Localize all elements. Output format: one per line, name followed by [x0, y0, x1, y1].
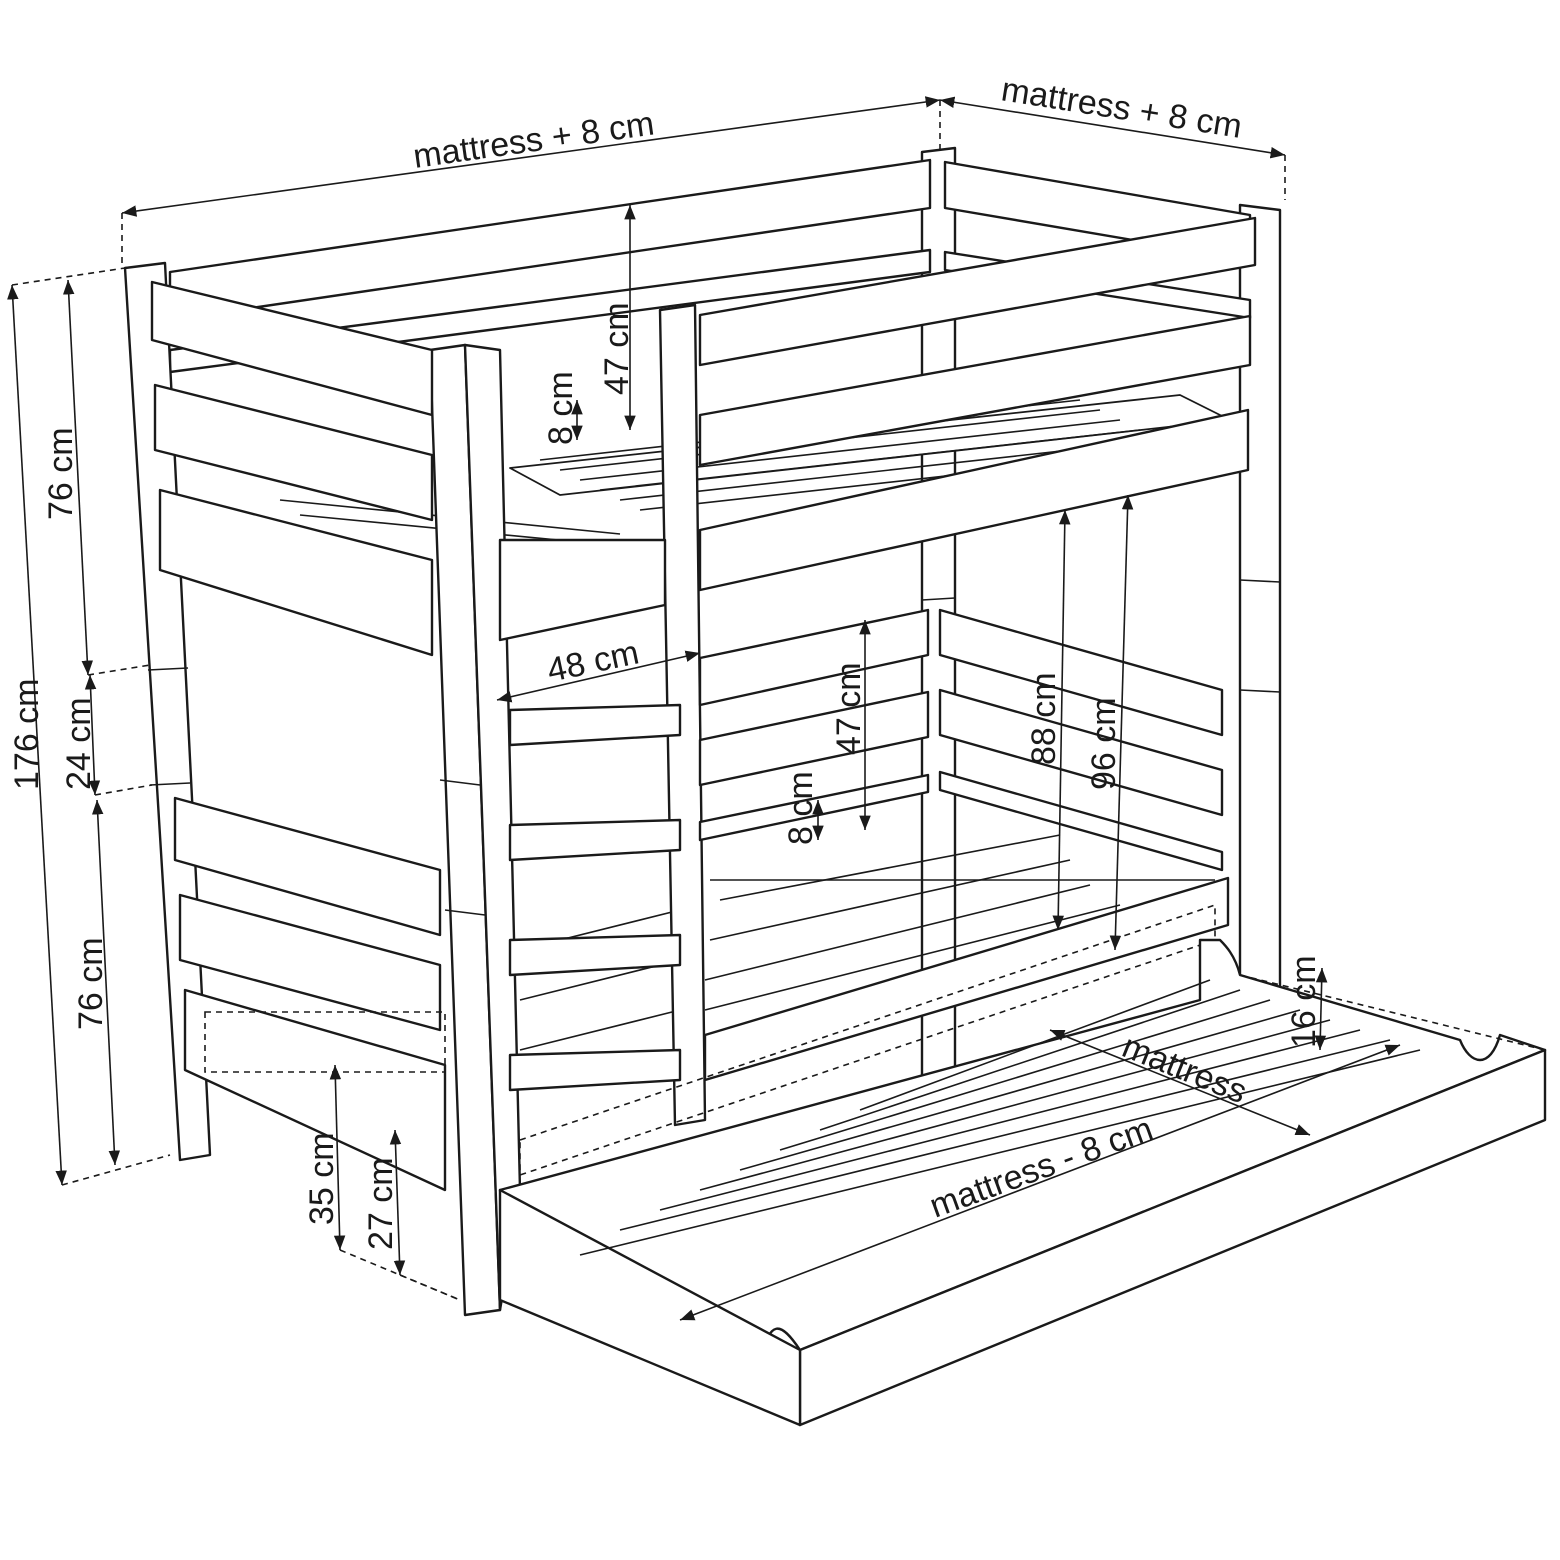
- label-total-height: 176 cm: [8, 679, 46, 791]
- label-upper-rail-gap: 8 cm: [542, 371, 580, 445]
- front-rails: [519, 216, 1257, 1177]
- label-lower-level-height: 76 cm: [72, 937, 110, 1030]
- label-upper-rail-height: 47 cm: [598, 302, 636, 395]
- label-clearance-88: 88 cm: [1025, 672, 1063, 765]
- label-bottom-35: 35 cm: [303, 1132, 341, 1225]
- label-top-length: mattress + 8 cm: [411, 105, 657, 176]
- label-drawer-height: 16 cm: [1285, 955, 1323, 1048]
- label-bottom-27: 27 cm: [362, 1157, 400, 1250]
- label-lower-rail-gap: 8 cm: [782, 771, 820, 845]
- ladder: [498, 303, 707, 1127]
- label-upper-level-height: 76 cm: [42, 427, 80, 520]
- label-clearance-96: 96 cm: [1085, 697, 1123, 790]
- label-lower-rail-height: 47 cm: [830, 662, 868, 755]
- left-rails: [150, 280, 447, 1192]
- label-mid-gap: 24 cm: [60, 697, 98, 790]
- dimension-lines: [7, 96, 1546, 1321]
- label-top-width: mattress + 8 cm: [999, 70, 1245, 146]
- label-ladder-width: 48 cm: [544, 633, 642, 689]
